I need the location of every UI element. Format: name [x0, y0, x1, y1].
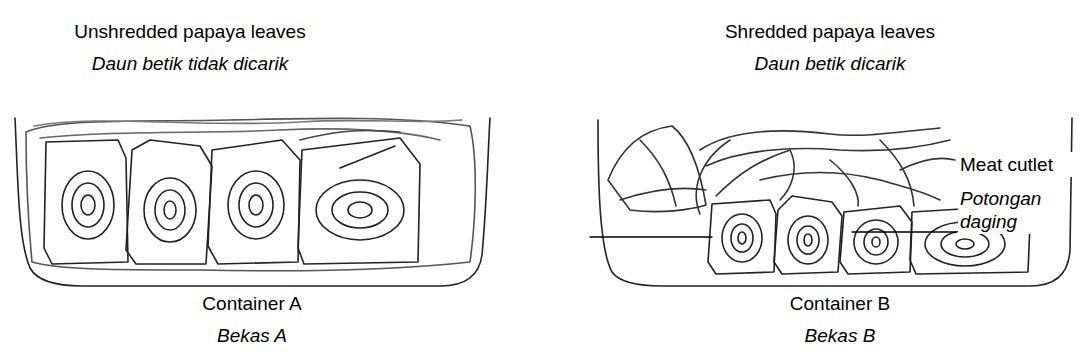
- meat-cutlet: [298, 138, 420, 264]
- container-label: Bekas B: [805, 324, 876, 347]
- papaya-leaf: [40, 129, 440, 140]
- meat-cutlet: [44, 140, 128, 264]
- container-label: Bekas A: [217, 324, 287, 347]
- caption-malay: Daun betik dicarik: [754, 52, 905, 75]
- caption-english: Shredded papaya leaves: [725, 20, 935, 43]
- papaya-leaf: [26, 118, 475, 270]
- papaya-leaf-shreds: [608, 126, 955, 214]
- caption-english: Unshredded papaya leaves: [74, 20, 305, 43]
- meat-cutlet: [774, 196, 842, 274]
- container-label: Container B: [790, 292, 890, 315]
- caption-malay: Daun betik tidak dicarik: [92, 52, 288, 75]
- meat-cutlet: [840, 206, 912, 274]
- meat-cutlet: [126, 140, 212, 264]
- container-label: Container A: [202, 292, 301, 315]
- meat-cutlet: [208, 140, 300, 264]
- papaya-leaf: [300, 130, 400, 140]
- part-label: Meat cutlet: [958, 152, 1074, 177]
- leader-line: [852, 231, 956, 232]
- papaya-leaf: [34, 120, 462, 126]
- part-label: Potongan daging: [958, 186, 1062, 234]
- meat-cutlet: [708, 200, 776, 274]
- container-outline: [598, 118, 1072, 286]
- leader-line: [590, 236, 712, 237]
- container-outline: [15, 118, 490, 286]
